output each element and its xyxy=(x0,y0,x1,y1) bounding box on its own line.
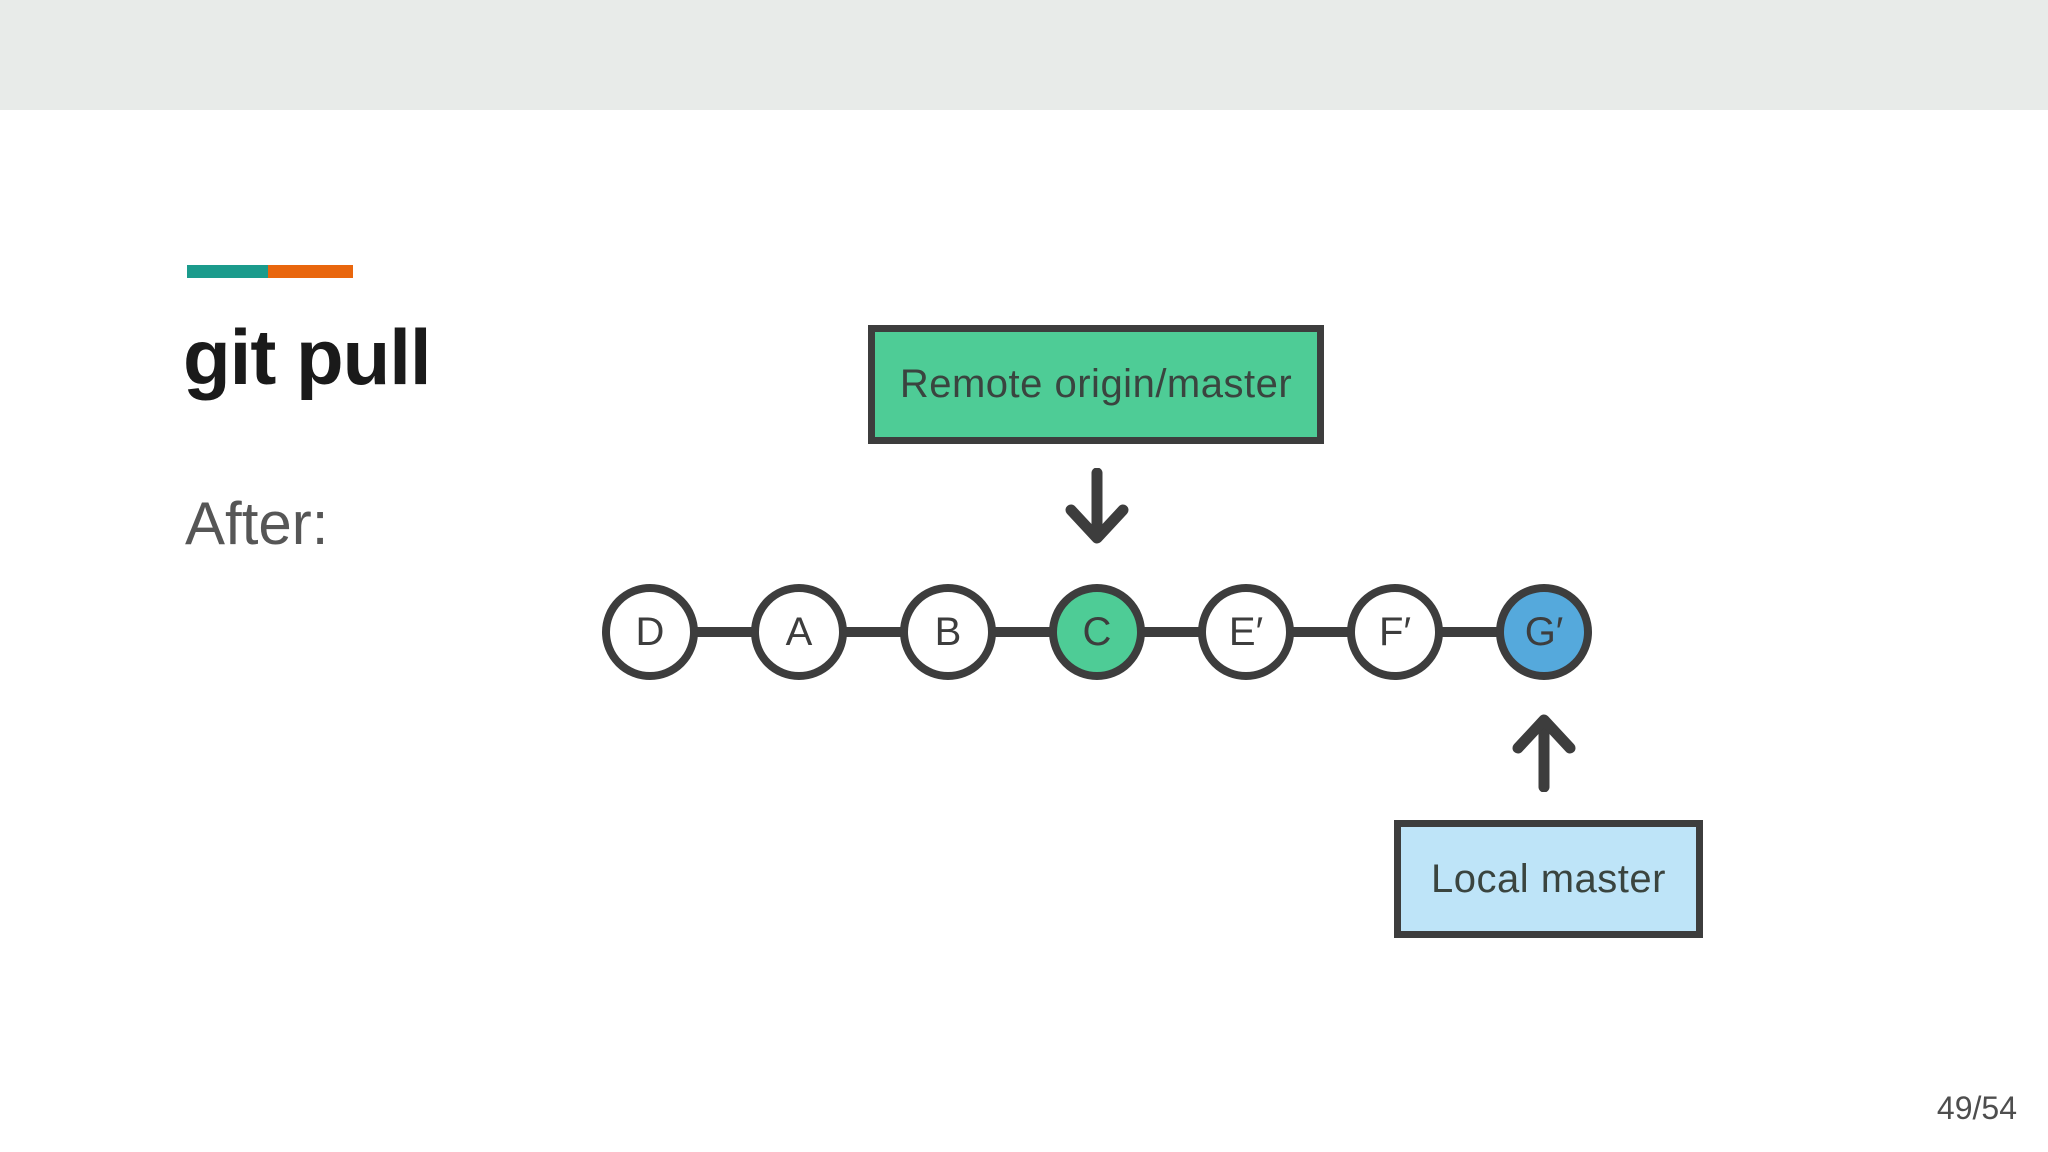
local-master-box: Local master xyxy=(1394,820,1703,938)
up-arrow-icon xyxy=(1512,714,1576,792)
commit-label: E′ xyxy=(1228,609,1264,654)
accent-teal-segment xyxy=(187,265,268,278)
slide-title: git pull xyxy=(183,313,432,401)
commit-node-b: B xyxy=(900,584,996,680)
commit-node-f-prime: F′ xyxy=(1347,584,1443,680)
accent-orange-segment xyxy=(268,265,353,278)
commit-label: F′ xyxy=(1379,609,1411,654)
commit-node-d: D xyxy=(602,584,698,680)
commit-node-e-prime: E′ xyxy=(1198,584,1294,680)
commit-label: C xyxy=(1082,609,1112,654)
commit-label: G′ xyxy=(1524,609,1564,654)
commit-node-g-prime: G′ xyxy=(1496,584,1592,680)
commit-label: D xyxy=(635,609,665,654)
page-indicator: 49/54 xyxy=(1936,1090,2017,1126)
down-arrow-icon xyxy=(1065,468,1129,544)
top-gray-bar xyxy=(0,0,2048,110)
commit-label: A xyxy=(785,609,813,654)
remote-origin-master-box: Remote origin/master xyxy=(868,325,1324,444)
subtitle-after: After: xyxy=(185,490,329,557)
remote-box-label: Remote origin/master xyxy=(899,362,1293,406)
commit-label: B xyxy=(934,609,962,654)
commit-node-c: C xyxy=(1049,584,1145,680)
commit-node-a: A xyxy=(751,584,847,680)
title-accent-bar xyxy=(187,265,353,278)
local-box-label: Local master xyxy=(1431,856,1666,901)
